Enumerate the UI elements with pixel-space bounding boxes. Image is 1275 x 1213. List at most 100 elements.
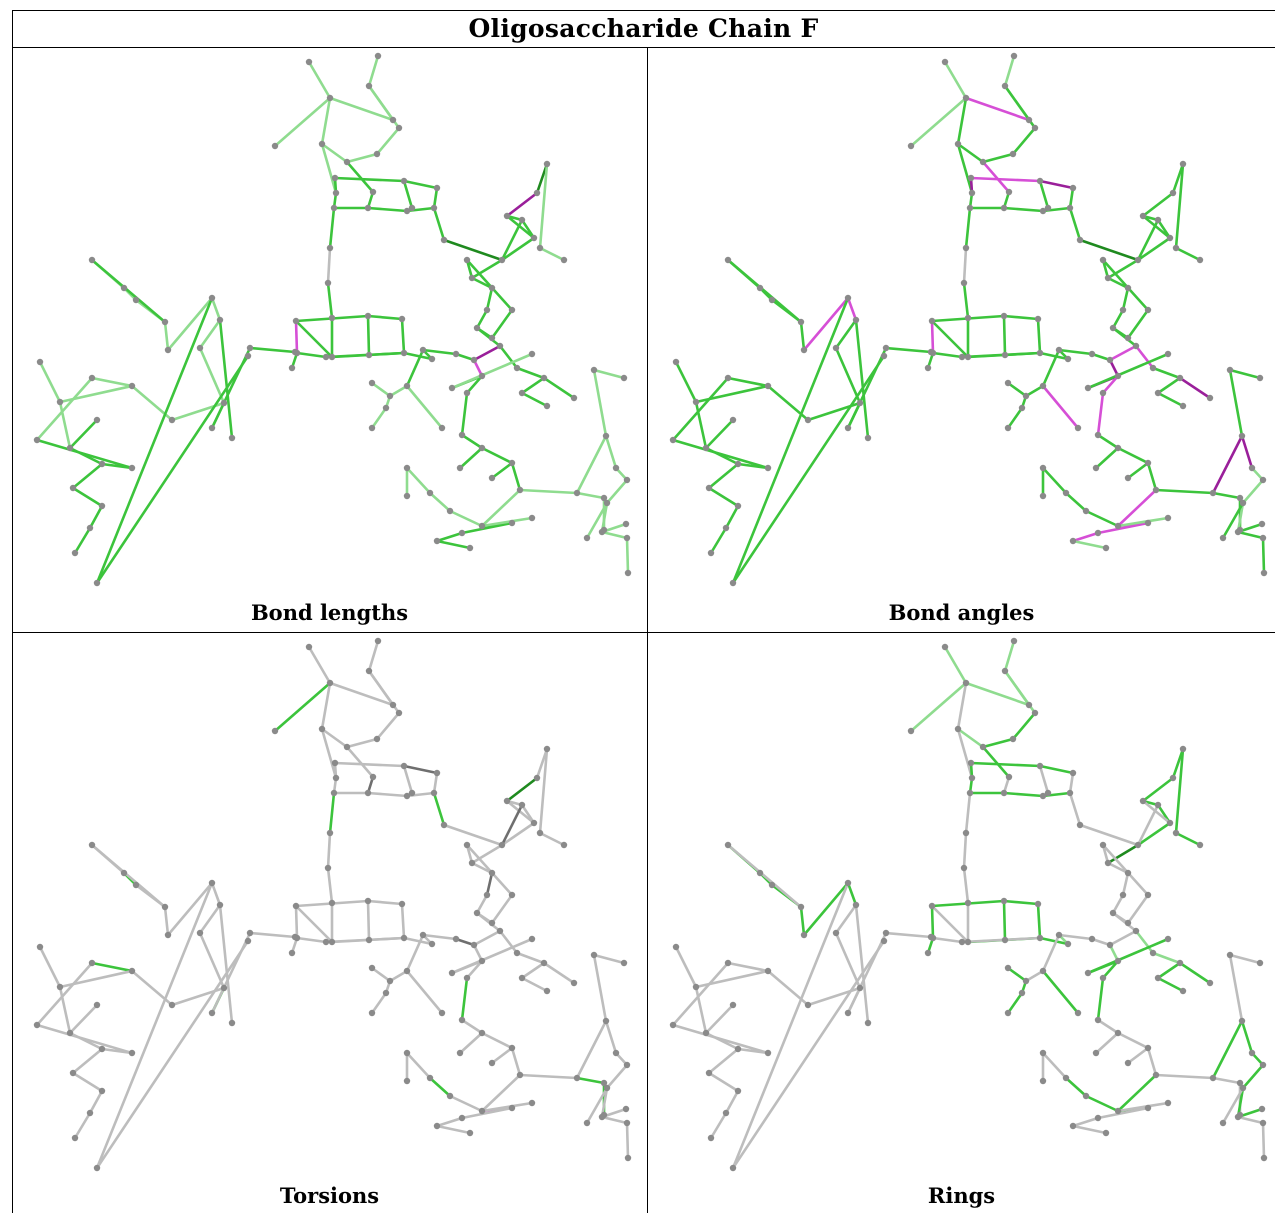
atom xyxy=(583,534,591,542)
atom xyxy=(516,1071,524,1079)
atom xyxy=(1109,909,1117,917)
bond xyxy=(1106,276,1130,290)
atom xyxy=(612,1049,620,1057)
atom xyxy=(543,160,551,168)
bond xyxy=(592,953,608,1023)
atom xyxy=(328,938,336,946)
atom xyxy=(483,306,491,314)
atom xyxy=(1144,459,1152,467)
bond xyxy=(1071,1116,1100,1128)
caption-bond-lengths: Bond lengths xyxy=(250,600,409,625)
atom xyxy=(386,392,394,400)
bond xyxy=(1241,478,1265,505)
atom xyxy=(1092,1049,1100,1057)
atom xyxy=(954,725,962,733)
atom xyxy=(1094,529,1102,537)
atom xyxy=(764,967,772,975)
atom xyxy=(403,967,411,975)
atom xyxy=(343,743,351,751)
atom xyxy=(168,1001,176,1009)
bond xyxy=(1003,54,1016,88)
atom xyxy=(968,774,976,782)
bond xyxy=(884,346,933,354)
atom xyxy=(1259,534,1267,542)
atom xyxy=(590,951,598,959)
bond xyxy=(1006,966,1028,983)
bond xyxy=(1126,461,1150,480)
bond xyxy=(458,446,484,470)
atom xyxy=(374,637,382,645)
atom xyxy=(438,1009,446,1017)
bond xyxy=(95,881,214,1170)
bond xyxy=(1156,376,1182,395)
bond xyxy=(731,939,886,1170)
atom xyxy=(832,929,840,937)
atom xyxy=(440,236,448,244)
atom xyxy=(560,256,568,264)
bond xyxy=(575,491,606,500)
atom xyxy=(1106,941,1114,949)
atom xyxy=(452,350,460,358)
atom xyxy=(483,891,491,899)
bond xyxy=(472,344,502,362)
atom xyxy=(1219,1119,1227,1127)
atom xyxy=(1094,1016,1102,1024)
bond xyxy=(345,737,379,749)
bond xyxy=(35,438,134,470)
bond xyxy=(460,976,469,1022)
atom xyxy=(1039,967,1047,975)
atom xyxy=(1001,936,1009,944)
atom xyxy=(403,464,411,472)
bond xyxy=(674,945,698,989)
bond xyxy=(400,317,406,355)
atom xyxy=(1166,234,1174,242)
bond xyxy=(600,1115,629,1125)
bond xyxy=(366,206,409,213)
atom xyxy=(1124,919,1132,927)
atom xyxy=(386,977,394,985)
bond xyxy=(1174,831,1202,847)
atom xyxy=(528,350,536,358)
atom xyxy=(374,52,382,60)
bond xyxy=(405,1051,432,1080)
atom xyxy=(1064,355,1072,363)
atom xyxy=(598,1113,606,1121)
atom xyxy=(1044,204,1052,212)
atom xyxy=(600,1079,608,1087)
bond xyxy=(671,961,730,1027)
atom xyxy=(600,494,608,502)
atom xyxy=(1018,404,1026,412)
atom xyxy=(729,416,737,424)
bond xyxy=(432,186,439,210)
atom xyxy=(623,476,631,484)
bond xyxy=(405,348,425,388)
atom xyxy=(1172,244,1180,252)
bond xyxy=(956,727,974,780)
bond xyxy=(592,368,626,380)
atom xyxy=(543,987,551,995)
atom xyxy=(468,274,476,282)
bond xyxy=(1146,461,1158,492)
atom xyxy=(907,727,915,735)
panel-bond-lengths: Bond lengths xyxy=(12,48,647,632)
atom xyxy=(1069,1122,1077,1130)
bond xyxy=(520,376,546,395)
bond xyxy=(846,346,888,430)
atom xyxy=(36,358,44,366)
bond xyxy=(1011,126,1037,156)
atom xyxy=(724,256,732,264)
bond xyxy=(854,318,870,440)
atom xyxy=(1039,1077,1047,1085)
atom xyxy=(98,1087,106,1095)
atom xyxy=(1144,891,1152,899)
atom xyxy=(804,416,812,424)
bond xyxy=(460,521,514,535)
atom xyxy=(373,150,381,158)
atom xyxy=(120,869,128,877)
bond xyxy=(930,904,970,944)
bond xyxy=(402,936,434,946)
bond xyxy=(542,376,576,400)
bond xyxy=(1024,969,1045,983)
atom xyxy=(128,967,136,975)
bond xyxy=(1151,951,1182,965)
